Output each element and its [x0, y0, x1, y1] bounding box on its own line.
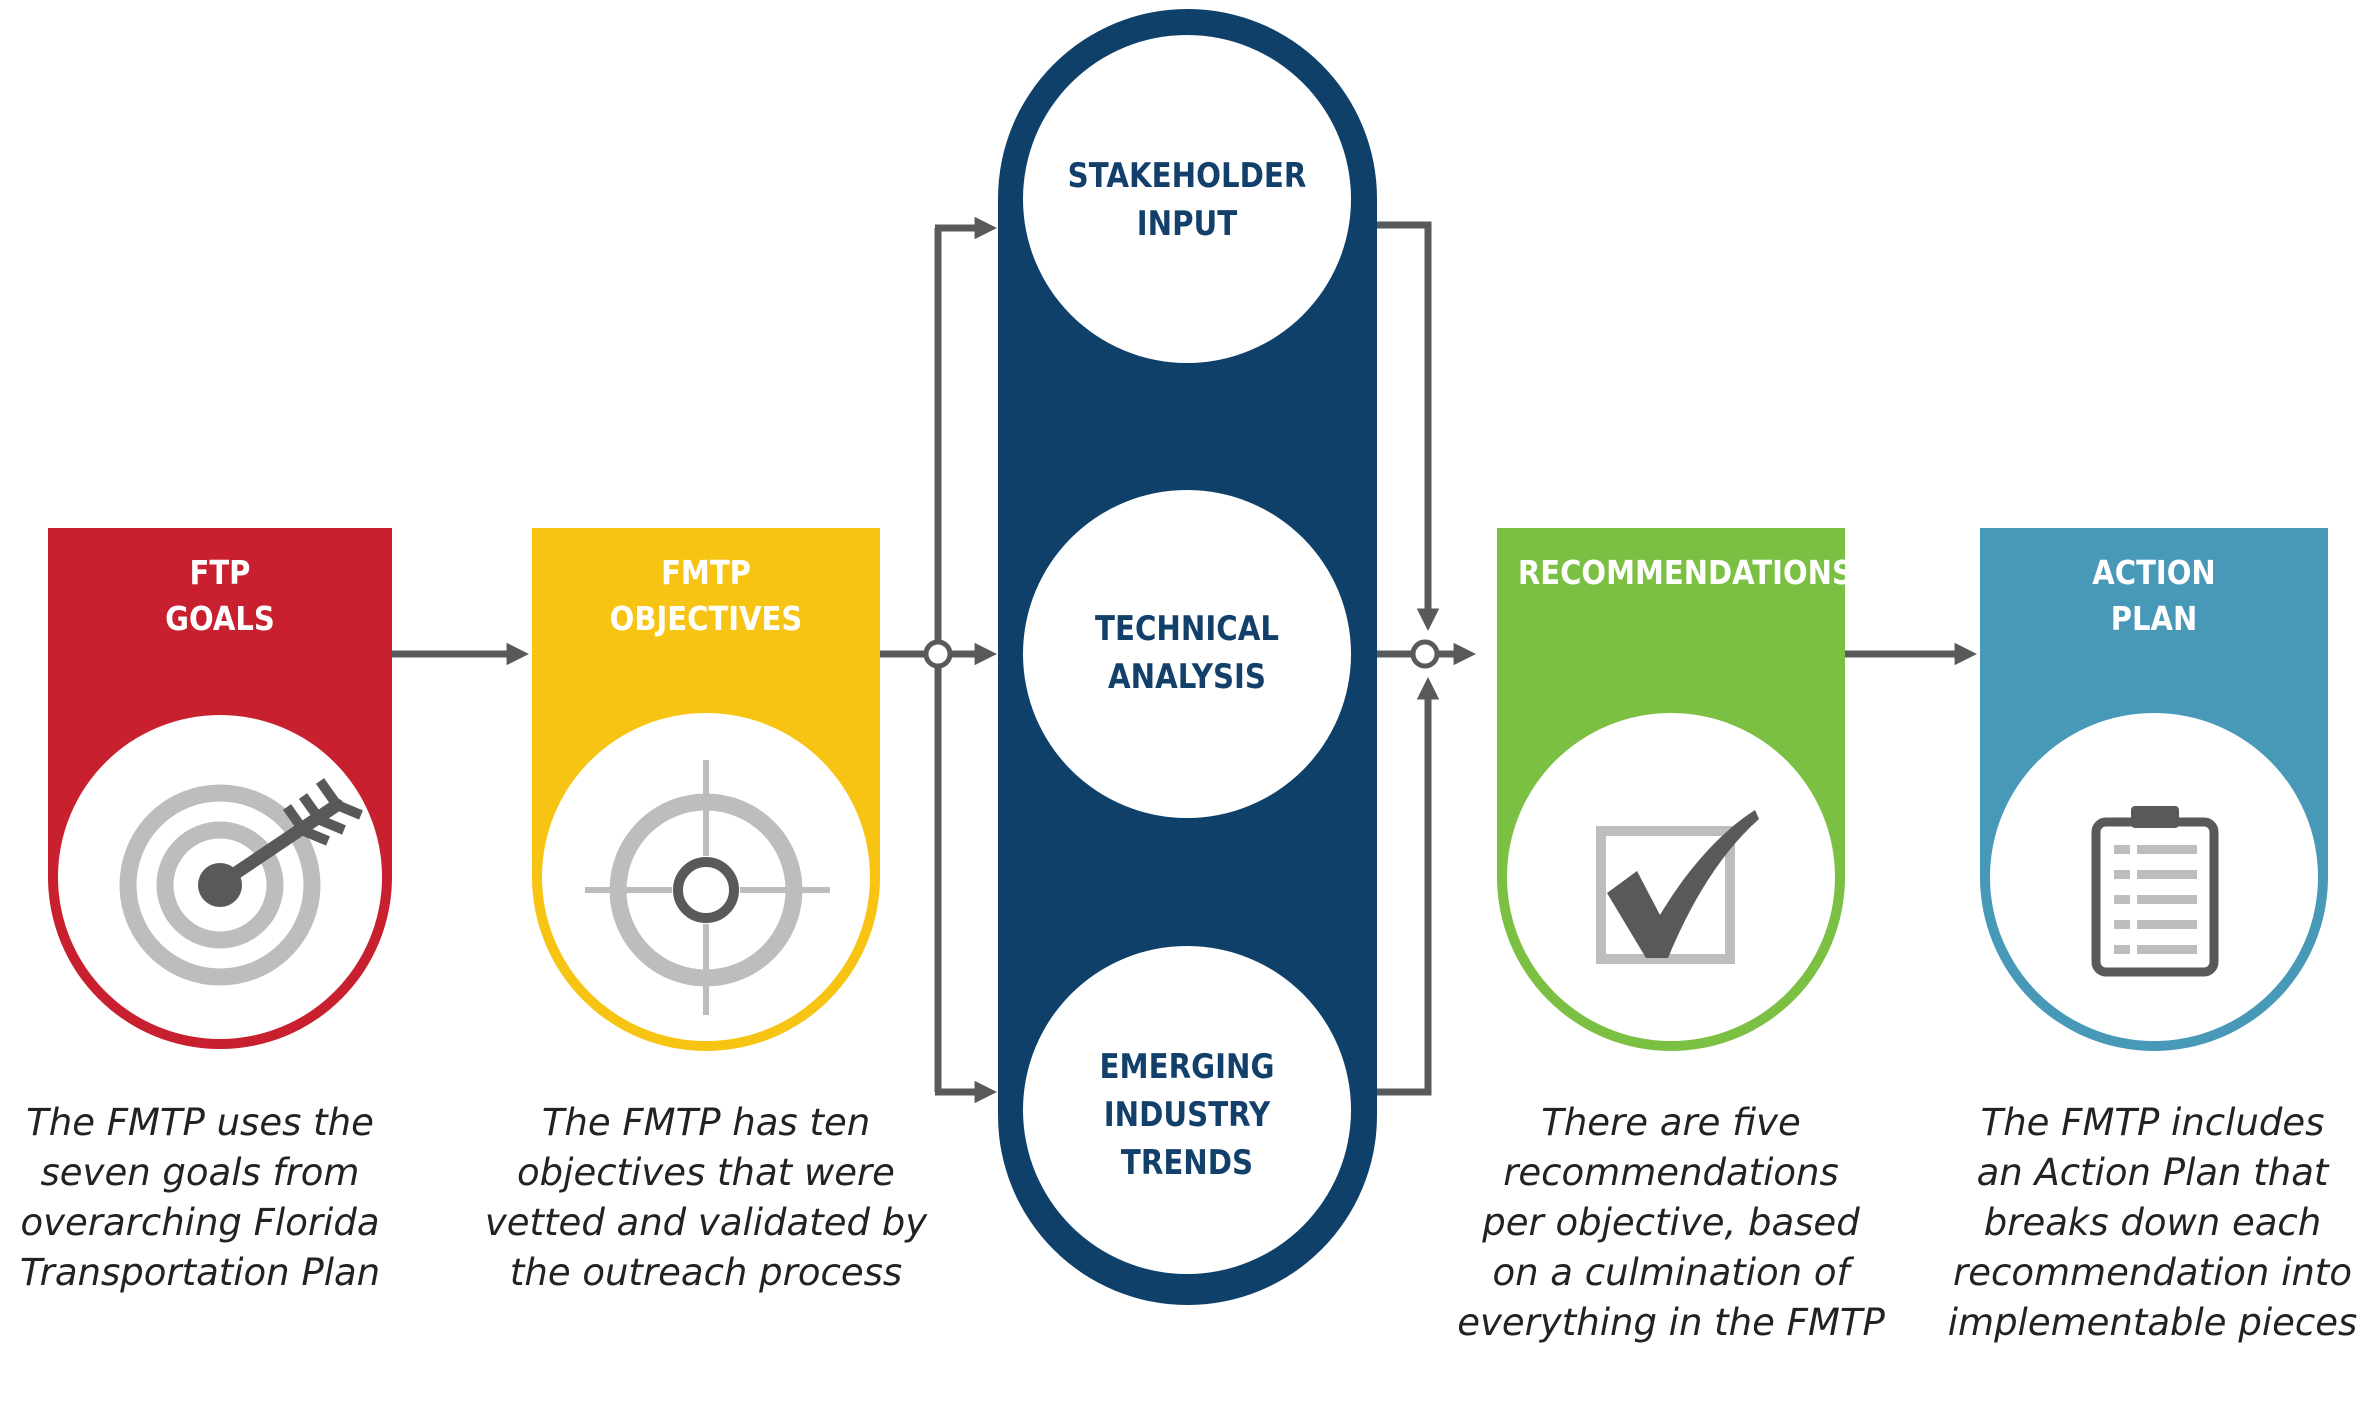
action-plan-description: The FMTP includes an Action Plan that br…: [1934, 1098, 2371, 1348]
goals-description-line-4: Transportation Plan: [19, 1251, 381, 1294]
hub-circle-technical: [1023, 490, 1351, 818]
emerging-title-line-3: TRENDS: [1120, 1143, 1254, 1183]
recommendations-description: There are five recommendations per objec…: [1431, 1098, 1911, 1348]
checkbox-check-icon: [1596, 810, 1759, 964]
merge-junction-dot: [1410, 639, 1440, 669]
recommendations-description-line-3: per objective, based: [1482, 1201, 1860, 1244]
technical-title-line-1: TECHNICAL: [1095, 609, 1279, 649]
goals-title-line-2: GOALS: [165, 599, 275, 638]
goals-title-line-1: FTP: [189, 553, 251, 592]
recommendations-description-line-2: recommendations: [1503, 1151, 1839, 1194]
objectives-title: FMTP OBJECTIVES: [600, 550, 811, 642]
objectives-description-line-4: the outreach process: [509, 1251, 903, 1294]
action-plan-description-line-4: recommendation into: [1953, 1251, 2352, 1294]
objectives-description-line-2: objectives that were: [517, 1151, 895, 1194]
recommendations-title: RECOMMENDATIONS: [1517, 550, 1853, 596]
hub-title-emerging: EMERGING INDUSTRY TRENDS: [1058, 1043, 1316, 1187]
action-plan-description-line-3: breaks down each: [1983, 1201, 2322, 1244]
goals-description-line-2: seven goals from: [40, 1151, 360, 1194]
action-plan-description-line-5: implementable pieces: [1947, 1301, 2358, 1344]
recommendations-stage: [1497, 528, 1845, 1051]
action-plan-description-line-1: The FMTP includes: [1980, 1101, 2325, 1144]
hub-title-stakeholder: STAKEHOLDER INPUT: [1058, 152, 1316, 248]
split-junction-dot: [923, 639, 953, 669]
emerging-to-merge-arrow: [1377, 677, 1440, 1096]
objectives-title-line-2: OBJECTIVES: [609, 599, 803, 638]
goals-stage: [47, 528, 392, 1050]
objectives-description-line-3: vetted and validated by: [484, 1201, 928, 1244]
crosshair-icon: [585, 760, 830, 1015]
emerging-title-line-2: INDUSTRY: [1103, 1095, 1271, 1135]
goals-title: FTP GOALS: [130, 550, 310, 642]
hub-title-technical: TECHNICAL ANALYSIS: [1058, 605, 1316, 701]
target-with-arrow-icon: [119, 778, 363, 986]
recommendations-icon-circle: [1507, 713, 1835, 1041]
action-plan-title-line-1: ACTION: [2092, 553, 2216, 592]
objectives-title-line-1: FMTP: [661, 553, 751, 592]
hub-circle-stakeholder: [1023, 35, 1351, 363]
stakeholder-title-line-1: STAKEHOLDER: [1067, 156, 1307, 196]
goals-description-line-3: overarching Florida: [20, 1201, 380, 1244]
technical-title-line-2: ANALYSIS: [1108, 657, 1266, 697]
clipboard-icon: [2091, 806, 2219, 977]
action-plan-title-line-2: PLAN: [2110, 599, 2198, 638]
stakeholder-to-merge-arrow: [1377, 221, 1440, 631]
action-plan-stage: [1980, 528, 2328, 1051]
emerging-title-line-1: EMERGING: [1099, 1047, 1275, 1087]
junction-dots: [923, 639, 1440, 669]
recommendations-description-line-5: everything in the FMTP: [1457, 1301, 1885, 1344]
stakeholder-title-line-2: INPUT: [1136, 204, 1238, 244]
recommendations-title-line-1: RECOMMENDATIONS: [1517, 553, 1853, 592]
action-plan-description-line-2: an Action Plan that: [1976, 1151, 2329, 1194]
action-plan-title: ACTION PLAN: [2054, 550, 2255, 642]
objectives-description-line-1: The FMTP has ten: [541, 1101, 871, 1144]
goals-description-line-1: The FMTP uses the: [26, 1101, 374, 1144]
objectives-description: The FMTP has ten objectives that were ve…: [476, 1098, 936, 1298]
hub-circle-emerging: [1023, 946, 1351, 1274]
goals-description: The FMTP uses the seven goals from overa…: [0, 1098, 400, 1298]
hub-column: [998, 9, 1377, 1305]
objectives-stage: [532, 528, 880, 1051]
recommendations-description-line-4: on a culmination of: [1492, 1251, 1850, 1294]
recommendations-description-line-1: There are five: [1541, 1101, 1801, 1144]
